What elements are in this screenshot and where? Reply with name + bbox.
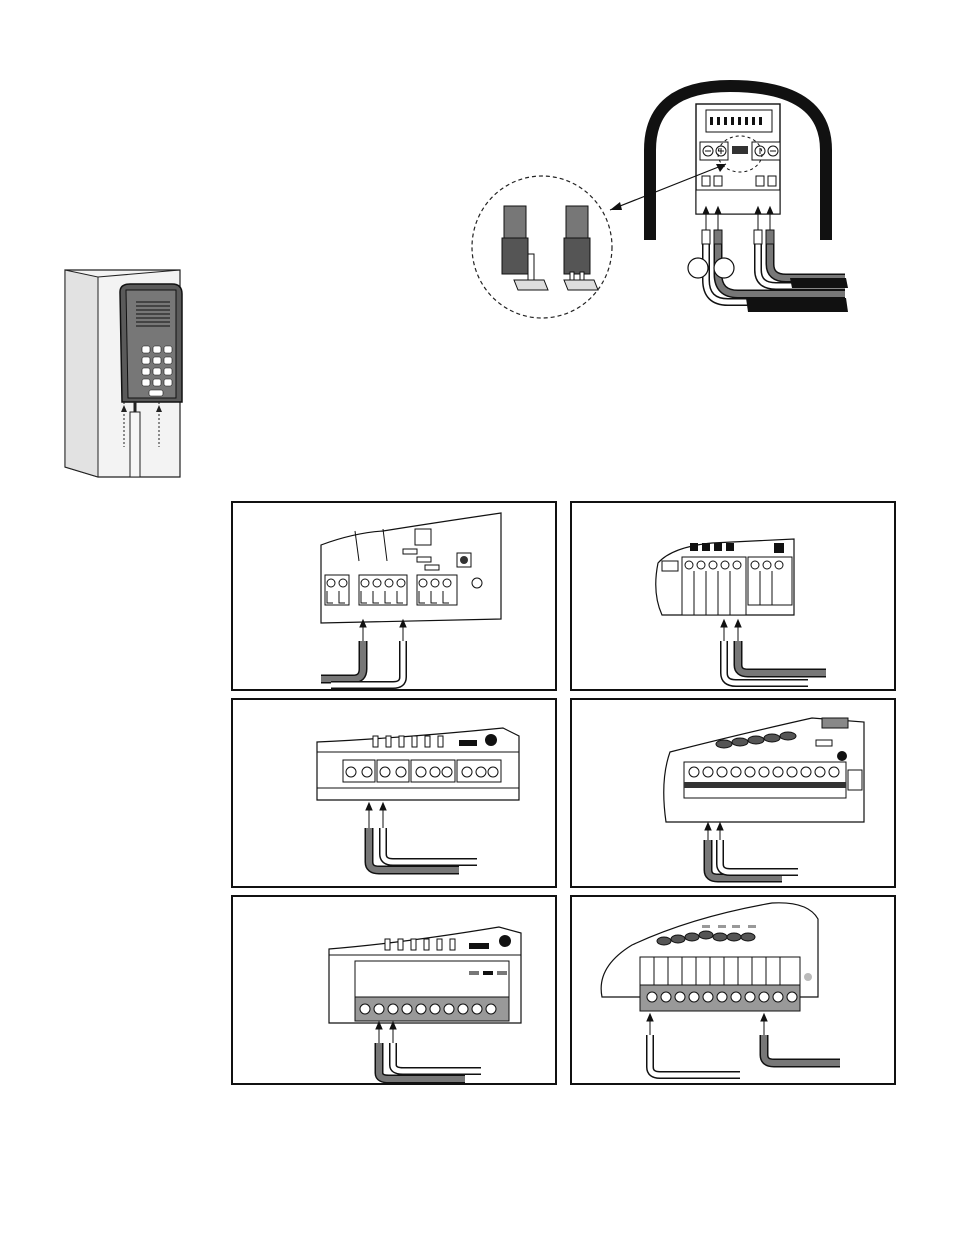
keypad-post-figure xyxy=(60,262,190,482)
jumper-detail-figure xyxy=(468,172,618,322)
wiring-board-icon xyxy=(233,700,555,886)
wiring-panel-2 xyxy=(570,501,896,691)
wiring-panel-1 xyxy=(231,501,557,691)
controller-terminal-block-icon xyxy=(600,80,860,320)
wiring-panel-5 xyxy=(231,895,557,1085)
keypad-on-post-icon xyxy=(60,262,190,482)
wiring-panel-6 xyxy=(570,895,896,1085)
wiring-board-icon xyxy=(233,503,555,689)
wiring-panel-3 xyxy=(231,698,557,888)
wiring-board-icon xyxy=(572,700,894,886)
wiring-board-icon xyxy=(572,897,894,1083)
wiring-panel-4 xyxy=(570,698,896,888)
wiring-board-icon xyxy=(233,897,555,1083)
jumper-detail-icon xyxy=(468,172,618,322)
wiring-board-icon xyxy=(572,503,894,689)
controller-figure xyxy=(600,80,860,320)
